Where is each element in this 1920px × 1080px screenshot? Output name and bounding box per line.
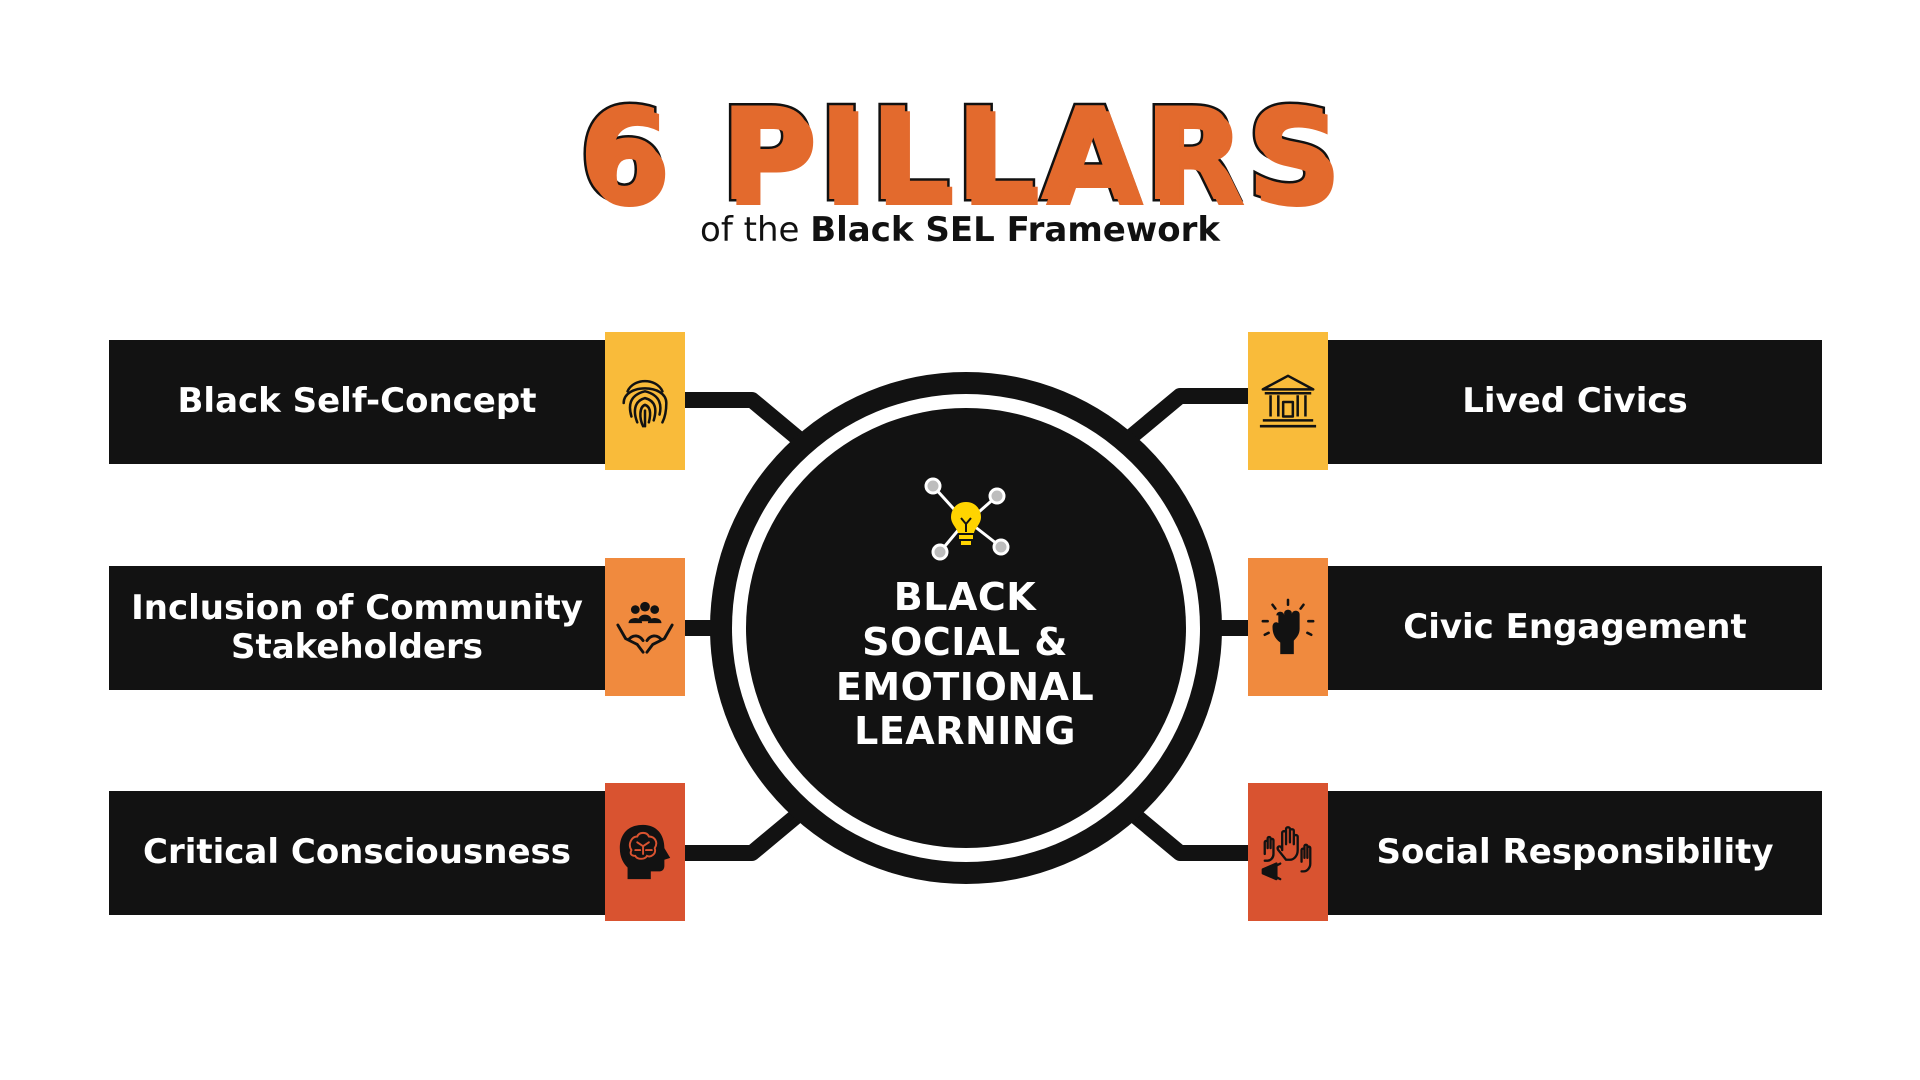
connector-6 [1126, 806, 1248, 861]
protest-megaphone-icon [1261, 826, 1312, 881]
pillar-2-label: Inclusion of Community Stakeholders [131, 587, 583, 667]
brain-head-icon [619, 824, 671, 880]
subtitle-emphasis: Black SEL Framework [810, 210, 1220, 250]
pillar-1-bar: Black Self-Concept [109, 340, 605, 464]
center-disc [746, 408, 1186, 848]
pillar-4-label: Lived Civics [1462, 381, 1688, 422]
pillar-4-bar: Lived Civics [1328, 340, 1822, 464]
pillar-3-bar: Critical Consciousness [109, 791, 605, 915]
connector-1 [684, 392, 806, 447]
pillar-6-label: Social Responsibility [1376, 832, 1774, 873]
lightbulb-network-icon [924, 477, 1010, 561]
courthouse-icon [1259, 374, 1317, 428]
pillar-2-icon-box [605, 558, 685, 696]
pillar-5-label: Civic Engagement [1403, 607, 1747, 648]
pillar-3-icon-box [605, 783, 685, 921]
page-subtitle: of the Black SEL Framework [0, 210, 1920, 251]
pillar-5-icon-box [1248, 558, 1328, 696]
pillar-5-bar: Civic Engagement [1328, 566, 1822, 690]
community-hands-icon [616, 601, 674, 654]
pillar-6-icon-box [1248, 783, 1328, 921]
subtitle-prefix: of the [700, 210, 800, 250]
pillar-4-icon-box [1248, 332, 1328, 470]
pillar-2-bar: Inclusion of Community Stakeholders [109, 566, 605, 690]
connector-3 [684, 806, 806, 861]
pillar-6-bar: Social Responsibility [1328, 791, 1822, 915]
page-title: 6 PILLARS [576, 81, 1342, 230]
connector-4 [1126, 388, 1248, 443]
pillar-1-label: Black Self-Concept [177, 381, 537, 422]
pillar-1-icon-box [605, 332, 685, 470]
pillar-3-label: Critical Consciousness [143, 832, 571, 873]
fingerprint-icon [622, 379, 668, 428]
center-label: BLACK SOCIAL & EMOTIONAL LEARNING [835, 575, 1095, 754]
raised-fist-icon [1261, 598, 1315, 655]
